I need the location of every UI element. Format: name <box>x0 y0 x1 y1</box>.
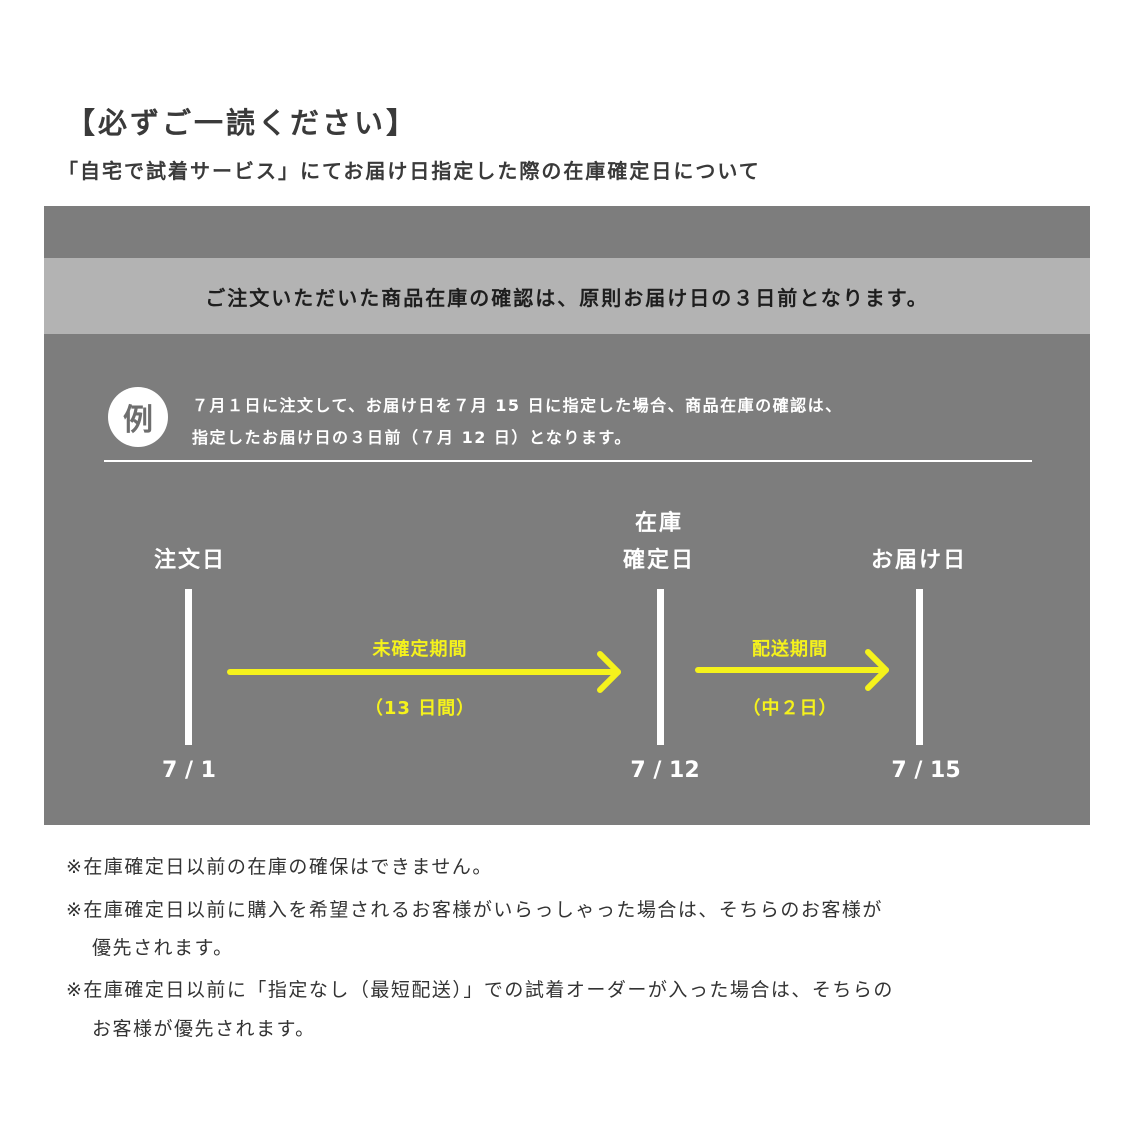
order-date-value: 7 / 1 <box>162 758 216 783</box>
stock-date-marker <box>657 589 664 745</box>
stock-date-label-line1: 在庫 <box>634 511 683 536</box>
page-title: 【必ずご一読ください】 <box>66 106 419 140</box>
delivery-period-days: （中２日） <box>742 698 838 719</box>
delivery-date-marker <box>916 589 923 745</box>
stock-date-value: 7 / 12 <box>630 758 700 783</box>
delivery-date-label: お届け日 <box>870 548 967 573</box>
note-2-line2: 優先されます。 <box>92 937 234 959</box>
delivery-date-value: 7 / 15 <box>891 758 961 783</box>
order-date-label: 注文日 <box>153 548 226 573</box>
example-text-line2: 指定したお届け日の３日前（７月 12 日）となります。 <box>192 428 632 447</box>
divider <box>104 460 1032 462</box>
note-3-line2: お客様が優先されます。 <box>92 1018 316 1040</box>
unconfirmed-period-label: 未確定期間 <box>372 639 468 660</box>
example-text-line1: ７月１日に注文して、お届け日を７月 15 日に指定した場合、商品在庫の確認は、 <box>192 396 843 415</box>
note-2-line1: ※在庫確定日以前に購入を希望されるお客様がいらっしゃった場合は、そちらのお客様が <box>66 899 883 921</box>
delivery-period-label: 配送期間 <box>752 639 828 660</box>
notice-banner: ご注文いただいた商品在庫の確認は、原則お届け日の３日前となります。 <box>44 258 1090 334</box>
note-1: ※在庫確定日以前の在庫の確保はできません。 <box>66 856 493 878</box>
example-badge: 例 <box>108 387 168 447</box>
unconfirmed-period-arrow-head <box>597 651 621 693</box>
unconfirmed-period-days: （13 日間） <box>364 698 476 719</box>
stock-date-label-line2: 確定日 <box>622 548 695 573</box>
note-3-line1: ※在庫確定日以前に「指定なし（最短配送）」での試着オーダーが入った場合は、そちら… <box>66 979 894 1001</box>
delivery-period-arrow-head <box>865 649 889 691</box>
info-panel: ご注文いただいた商品在庫の確認は、原則お届け日の３日前となります。 例 ７月１日… <box>44 206 1090 825</box>
page-subtitle: 「自宅で試着サービス」にてお届け日指定した際の在庫確定日について <box>58 159 761 183</box>
notice-banner-text: ご注文いただいた商品在庫の確認は、原則お届け日の３日前となります。 <box>205 285 929 310</box>
order-date-marker <box>185 589 192 745</box>
